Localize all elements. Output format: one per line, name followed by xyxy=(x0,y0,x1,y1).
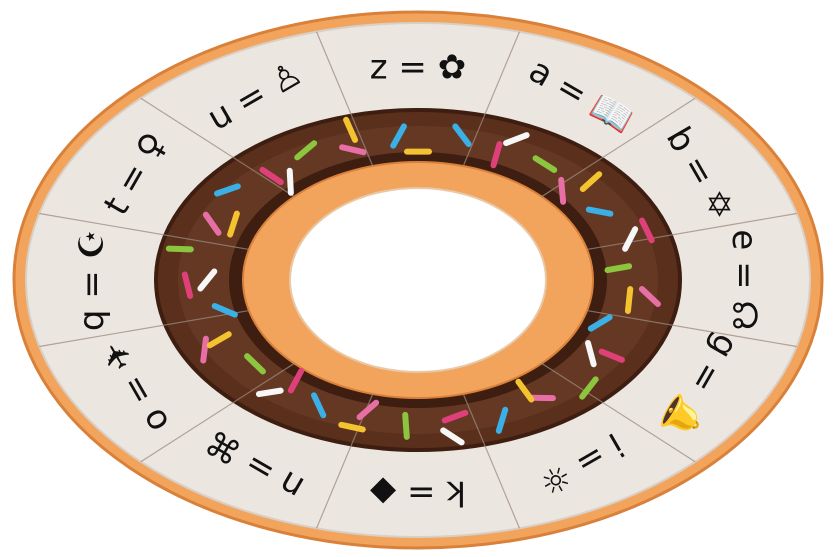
cipher-label: k = ◆ xyxy=(369,473,466,513)
sprinkle xyxy=(607,266,629,270)
sprinkle xyxy=(203,339,206,361)
sprinkle xyxy=(290,171,291,193)
sprinkle xyxy=(259,391,281,394)
sprinkle xyxy=(589,210,611,214)
sprinkle xyxy=(169,249,191,250)
cipher-segment-z: z = ✿ xyxy=(370,48,466,88)
cipher-segment-k: k = ◆ xyxy=(369,473,466,513)
sprinkle xyxy=(628,289,630,311)
cipher-label: e = ☊ xyxy=(724,229,764,330)
cipher-label: q = ☪ xyxy=(72,229,112,331)
sprinkle xyxy=(561,180,563,202)
cipher-segment-q: q = ☪ xyxy=(72,229,112,331)
cipher-segment-e: e = ☊ xyxy=(724,229,764,330)
cipher-label: z = ✿ xyxy=(370,48,466,88)
sprinkle xyxy=(405,415,407,437)
donut-hole xyxy=(290,188,546,372)
